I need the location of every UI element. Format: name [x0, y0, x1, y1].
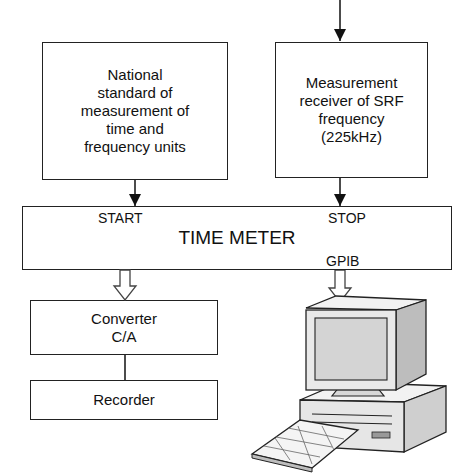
computer-case	[300, 382, 446, 452]
box-label: Converter C/A	[83, 310, 165, 346]
gpib-block-arrow	[329, 270, 351, 302]
signal-line	[134, 180, 136, 206]
process-box: Converter C/A	[30, 300, 218, 355]
signal-name: STOP	[328, 211, 366, 225]
process-box: TIME METER	[22, 206, 452, 270]
signal-name: GPIB	[326, 254, 359, 268]
signal-name: START	[98, 211, 143, 225]
box-label: National standard of measurement of time…	[79, 66, 191, 156]
process-box: National standard of measurement of time…	[42, 42, 228, 180]
signal-line	[339, 178, 341, 206]
box-label: Recorder	[93, 391, 155, 409]
box-label: TIME METER	[178, 227, 295, 250]
computer-monitor	[306, 296, 426, 396]
box-label: Measurement receiver of SRF frequency (2…	[296, 74, 408, 146]
process-box: Measurement receiver of SRF frequency (2…	[275, 42, 428, 178]
signal-line	[124, 355, 126, 380]
block-arrow	[114, 270, 136, 300]
computer-keyboard	[252, 420, 358, 472]
process-box: Recorder	[30, 380, 218, 420]
input-signal-line	[339, 0, 341, 41]
